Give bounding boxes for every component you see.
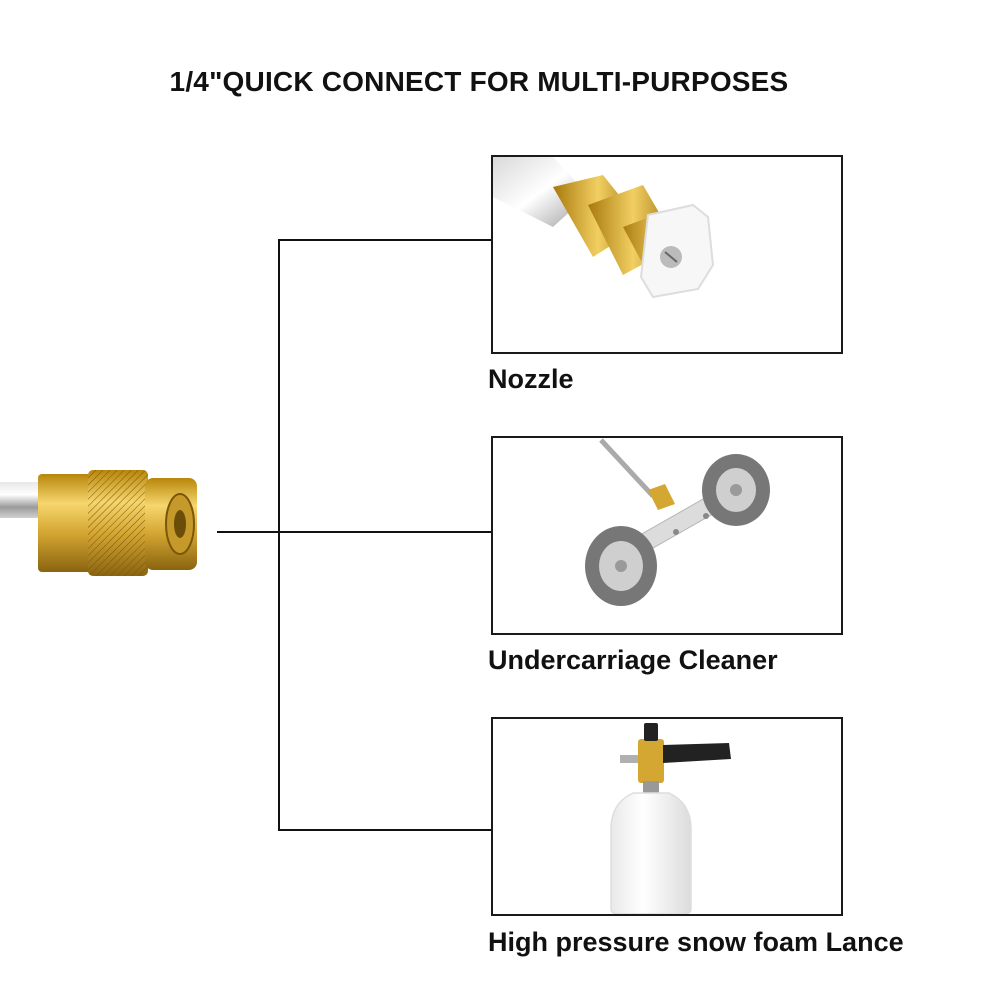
snow-foam-lance-icon xyxy=(610,723,731,914)
undercarriage-label: Undercarriage Cleaner xyxy=(488,645,778,675)
bracket-branch-foam-lance xyxy=(278,829,492,831)
nozzle-tip-icon xyxy=(493,157,715,299)
nozzle-label: Nozzle xyxy=(488,364,574,394)
connector-stub-line xyxy=(217,531,279,533)
undercarriage-cleaner-icon xyxy=(585,438,770,606)
bracket-vertical-line xyxy=(278,239,280,831)
foam-lance-label: High pressure snow foam Lance xyxy=(488,927,904,957)
nozzle-image-frame xyxy=(491,155,843,354)
page-title: 1/4"QUICK CONNECT FOR MULTI-PURPOSES xyxy=(169,66,789,97)
quick-connect-coupler-icon xyxy=(0,470,197,576)
bracket-branch-nozzle xyxy=(278,239,492,241)
foam-lance-image-frame xyxy=(491,717,843,916)
bracket-branch-undercarriage xyxy=(278,531,492,533)
undercarriage-image-frame xyxy=(491,436,843,635)
